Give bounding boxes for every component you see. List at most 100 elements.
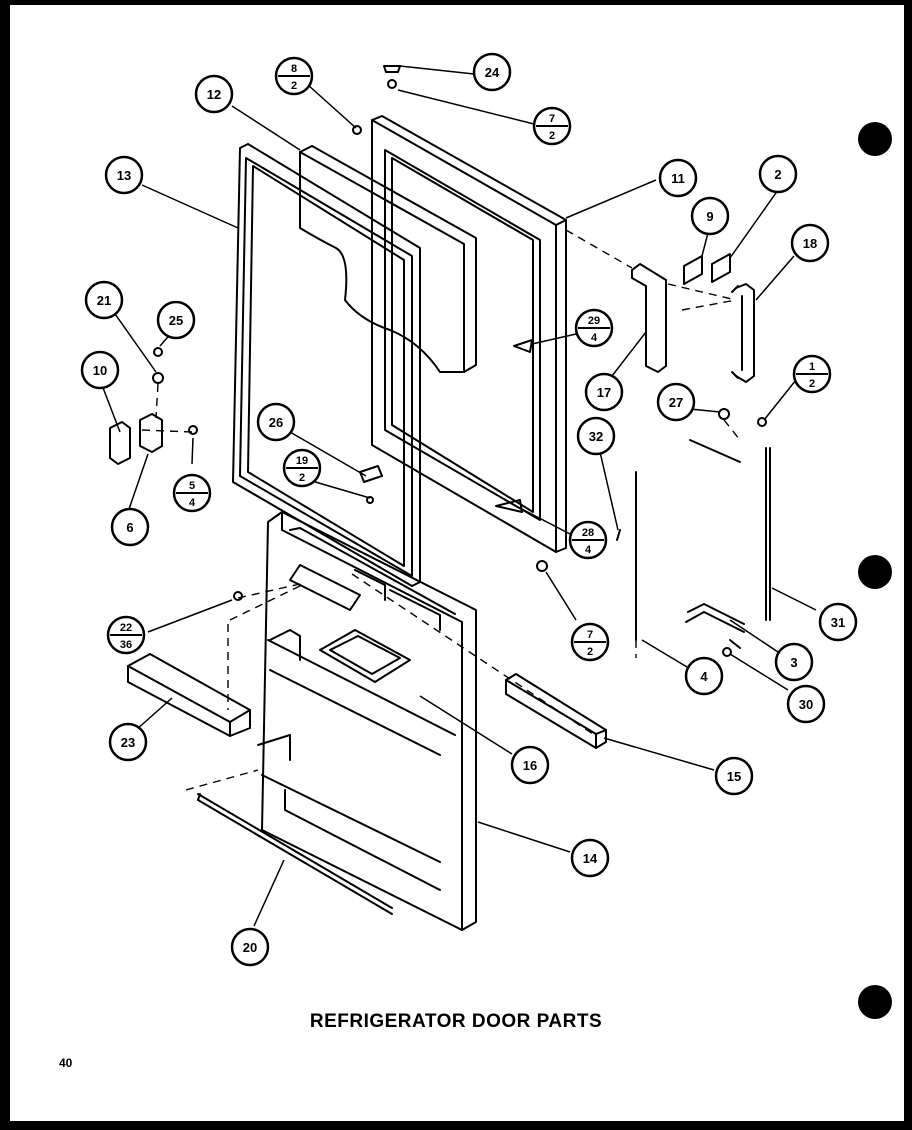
- callout-20: 20: [230, 927, 270, 967]
- callout-23: 23: [108, 722, 148, 762]
- binder-hole: [858, 985, 892, 1019]
- insulation-panel: [299, 145, 477, 373]
- top-hinge: [109, 347, 198, 465]
- fraction-callout-19-2: 19 2: [282, 448, 322, 488]
- svg-text:16: 16: [523, 758, 537, 773]
- callout-32: 32: [576, 416, 616, 456]
- fraction-callout-1-2: 1 2: [792, 354, 832, 394]
- inner-door-liner: [257, 511, 477, 931]
- svg-text:11: 11: [671, 171, 685, 186]
- svg-text:4: 4: [700, 669, 708, 684]
- plate-2: [711, 253, 731, 283]
- callout-4: 4: [684, 656, 724, 696]
- foot: [536, 560, 548, 572]
- svg-text:25: 25: [169, 313, 183, 328]
- svg-text:29: 29: [588, 315, 600, 327]
- svg-text:20: 20: [243, 940, 257, 955]
- callout-13: 13: [104, 155, 144, 195]
- svg-text:2: 2: [809, 378, 815, 390]
- svg-text:26: 26: [269, 415, 283, 430]
- svg-text:15: 15: [727, 769, 741, 784]
- callout-24: 24: [472, 52, 512, 92]
- shelf-rail: [505, 673, 607, 749]
- svg-text:6: 6: [126, 520, 133, 535]
- svg-text:4: 4: [591, 332, 598, 344]
- svg-text:14: 14: [583, 851, 598, 866]
- page-number: 40: [59, 1056, 73, 1070]
- svg-text:8: 8: [291, 63, 297, 75]
- cap: [383, 65, 401, 73]
- bottom-strip: [197, 793, 393, 915]
- screw: [722, 647, 732, 657]
- svg-text:2: 2: [774, 167, 781, 182]
- svg-text:24: 24: [485, 65, 500, 80]
- callout-3: 3: [774, 642, 814, 682]
- screw: [366, 496, 374, 504]
- svg-text:1: 1: [809, 361, 815, 373]
- svg-text:36: 36: [120, 639, 132, 651]
- fraction-callout-7-2-top: 7 2: [532, 106, 572, 146]
- pin: [616, 529, 621, 541]
- screw: [757, 417, 767, 427]
- egg-tray: [127, 653, 251, 737]
- plate-9: [683, 255, 703, 285]
- svg-text:22: 22: [120, 622, 132, 634]
- callout-10: 10: [80, 350, 120, 390]
- clip: [513, 339, 533, 353]
- svg-text:5: 5: [189, 480, 195, 492]
- svg-text:3: 3: [790, 655, 797, 670]
- svg-text:12: 12: [207, 87, 221, 102]
- outer-door-shell: [371, 115, 567, 553]
- callout-14: 14: [570, 838, 610, 878]
- svg-text:23: 23: [121, 735, 135, 750]
- callout-18: 18: [790, 223, 830, 263]
- screw: [718, 408, 730, 420]
- svg-text:31: 31: [831, 615, 845, 630]
- hinge-bracket: [631, 263, 667, 373]
- svg-text:32: 32: [589, 429, 603, 444]
- svg-text:2: 2: [587, 646, 593, 658]
- svg-text:28: 28: [582, 527, 594, 539]
- fraction-callout-28-4: 28 4: [568, 520, 608, 560]
- svg-text:2: 2: [549, 130, 555, 142]
- callout-11: 11: [658, 158, 698, 198]
- svg-text:13: 13: [117, 168, 131, 183]
- svg-text:18: 18: [803, 236, 817, 251]
- clip: [495, 499, 523, 513]
- svg-text:19: 19: [296, 455, 308, 467]
- diagram-title: REFRIGERATOR DOOR PARTS: [309, 1011, 603, 1032]
- binder-hole: [858, 122, 892, 156]
- fraction-callout-22-36: 22 36: [106, 615, 146, 655]
- screw: [352, 125, 362, 135]
- svg-text:10: 10: [93, 363, 107, 378]
- callout-16: 16: [510, 745, 550, 785]
- plug: [387, 79, 397, 89]
- svg-text:2: 2: [299, 472, 305, 484]
- fraction-callout-7-2-bottom: 7 2: [570, 622, 610, 662]
- svg-text:27: 27: [669, 395, 683, 410]
- fraction-callout-29-4: 29 4: [574, 308, 614, 348]
- callout-6: 6: [110, 507, 150, 547]
- svg-text:4: 4: [585, 544, 592, 556]
- fraction-callout-8-2: 8 2: [274, 56, 314, 96]
- svg-text:7: 7: [549, 113, 555, 125]
- callout-2: 2: [758, 154, 798, 194]
- callout-30: 30: [786, 684, 826, 724]
- callout-21: 21: [84, 280, 124, 320]
- callout-9: 9: [690, 196, 730, 236]
- svg-text:9: 9: [706, 209, 713, 224]
- svg-text:4: 4: [189, 497, 196, 509]
- svg-text:30: 30: [799, 697, 813, 712]
- callout-15: 15: [714, 756, 754, 796]
- side-panel: [635, 439, 771, 649]
- callout-25: 25: [156, 300, 196, 340]
- clip: [359, 465, 383, 483]
- callout-17: 17: [584, 372, 624, 412]
- callout-12: 12: [194, 74, 234, 114]
- callout-31: 31: [818, 602, 858, 642]
- callout-26: 26: [256, 402, 296, 442]
- svg-text:21: 21: [97, 293, 111, 308]
- svg-text:7: 7: [587, 629, 593, 641]
- screw: [233, 591, 243, 601]
